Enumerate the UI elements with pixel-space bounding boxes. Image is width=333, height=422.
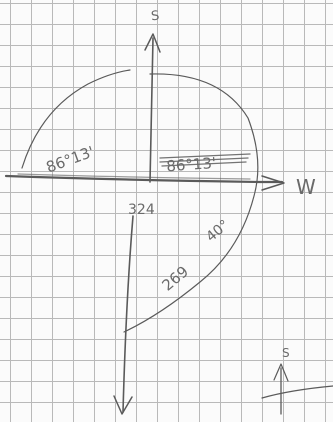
east-arrowhead-icon <box>261 175 285 191</box>
upper-left-arc <box>21 69 131 169</box>
horizontal-axis-line-shadow <box>17 173 251 180</box>
vertical-axis-down <box>122 215 134 413</box>
scribbled-line <box>159 153 251 167</box>
lower-right-value: 40° <box>203 217 232 245</box>
corner-arrowhead-icon <box>273 363 289 382</box>
right-lobe-curve <box>123 73 259 333</box>
north-label: S <box>150 9 160 25</box>
horizontal-axis-line <box>4 174 284 184</box>
lower-value: 269 <box>158 262 192 294</box>
corner-axis-right <box>261 385 333 399</box>
corner-label: S <box>282 346 290 360</box>
upper-left-value: 86°13' <box>44 143 97 177</box>
vertical-axis-up <box>149 37 154 183</box>
down-arrowhead-icon <box>113 395 133 415</box>
upper-right-value: 86°13' <box>166 154 217 175</box>
up-arrowhead-icon <box>144 33 161 53</box>
center-value: 324 <box>128 202 155 218</box>
east-label: W <box>296 175 316 199</box>
